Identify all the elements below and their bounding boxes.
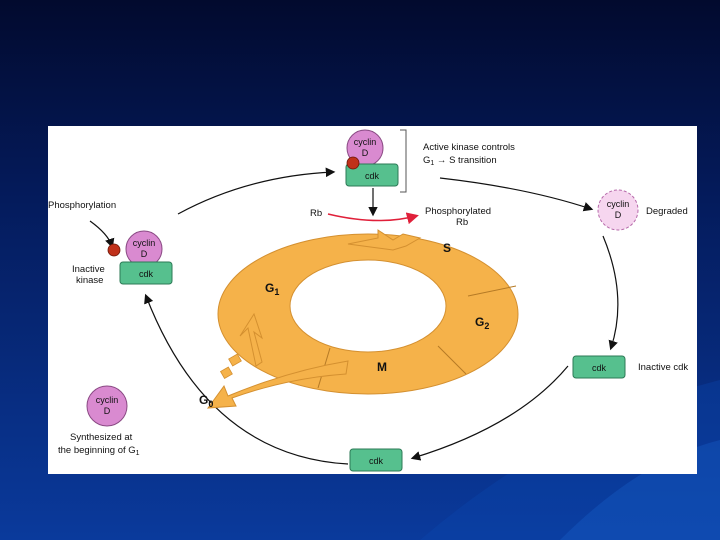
svg-text:cyclin: cyclin [96, 395, 119, 405]
s-phase-arrow [347, 229, 422, 251]
phase-label-g1: G1 [265, 281, 279, 297]
svg-text:cdk: cdk [592, 363, 607, 373]
inactive-kinase-label-line2: kinase [76, 275, 103, 286]
phase-label-s: S [443, 241, 451, 255]
svg-text:cyclin: cyclin [354, 137, 377, 147]
g0-exit-arrow [206, 360, 349, 409]
active-kinase-text-line2: G1 → S transition [423, 155, 497, 167]
g1-entry-arrow [239, 312, 263, 367]
phase-label-g0: G0 [199, 393, 213, 409]
active-kinase-text-line1: Active kinase controls [423, 142, 515, 153]
bottom-cdk: cdk [349, 448, 403, 472]
cell-cycle-figure: S G1 G2 M G0 cyclin D cdk Active kinase … [48, 126, 697, 474]
svg-text:D: D [362, 148, 369, 158]
synthesized-label-line2: the beginning of G1 [58, 445, 140, 457]
degraded-cyclin: cyclin D [597, 189, 639, 231]
outer-cycle-arrows [89, 167, 619, 465]
svg-text:cyclin: cyclin [133, 238, 156, 248]
svg-text:D: D [141, 249, 148, 259]
svg-text:cdk: cdk [365, 171, 380, 181]
svg-text:cyclin: cyclin [607, 199, 630, 209]
cell-cycle-ring [217, 233, 519, 395]
active-kinase-complex: cyclin D cdk [345, 129, 407, 193]
g0-dashes [219, 353, 242, 380]
rb-label: Rb [310, 208, 322, 219]
synthesized-cyclin: cyclin D [86, 385, 128, 427]
phosphorylated-rb-line2: Rb [456, 217, 468, 228]
degraded-label: Degraded [646, 206, 688, 217]
svg-text:D: D [615, 210, 622, 220]
inactive-kinase-complex: cyclin D cdk [107, 230, 173, 285]
phosphorylation-label: Phosphorylation [48, 200, 116, 211]
cell-cycle-diagram: S G1 G2 M G0 cyclin D cdk Active kinase … [48, 129, 688, 472]
rb-arrow [327, 212, 419, 225]
svg-text:D: D [104, 406, 111, 416]
svg-text:cdk: cdk [369, 456, 384, 466]
svg-text:cdk: cdk [139, 269, 154, 279]
inactive-cdk-right: cdk [572, 355, 626, 379]
inactive-kinase-label-line1: Inactive [72, 264, 105, 275]
inactive-cdk-label: Inactive cdk [638, 362, 688, 373]
phase-label-m: M [377, 360, 387, 374]
synthesized-label-line1: Synthesized at [70, 432, 133, 443]
phosphorylated-rb-line1: Phosphorylated [425, 206, 491, 217]
phase-label-g2: G2 [475, 315, 489, 331]
